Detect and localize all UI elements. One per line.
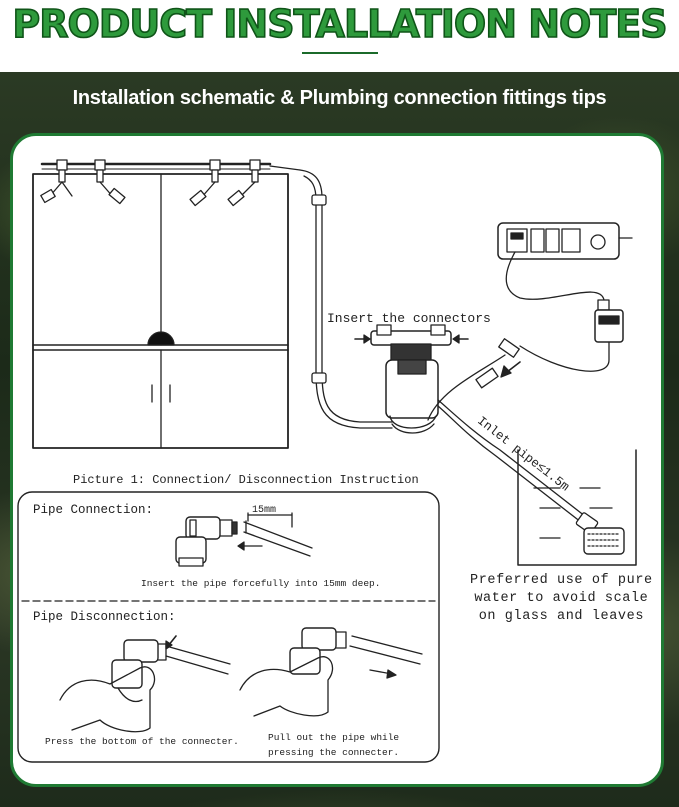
page-subtitle: Installation schematic & Plumbing connec… bbox=[72, 87, 607, 109]
pure-water-note: Preferred use of pure water to avoid sca… bbox=[470, 572, 653, 626]
disconnection-pull-figure bbox=[239, 627, 423, 717]
disconnection-press-figure bbox=[59, 635, 231, 733]
depth-label: 15mm bbox=[252, 505, 277, 516]
press-instruction: Press the bottom of the connecter. bbox=[45, 736, 239, 747]
pump-power-cable bbox=[427, 354, 521, 421]
title-band bbox=[0, 0, 679, 72]
mist-pump bbox=[354, 324, 469, 434]
connection-instruction: Insert the pipe forcefully into 15mm dee… bbox=[141, 578, 381, 589]
elbow-fitting-connection bbox=[175, 512, 313, 567]
misting-rail bbox=[40, 162, 301, 171]
power-strip bbox=[497, 222, 633, 260]
mist-nozzles bbox=[40, 159, 261, 207]
mist-tubing bbox=[299, 169, 393, 429]
title-underline bbox=[302, 52, 378, 54]
pure-water-note-line-2: water to avoid scale bbox=[474, 591, 649, 606]
timer-controller bbox=[498, 251, 624, 372]
instruction-box bbox=[17, 491, 440, 763]
pull-instruction-line-1: Pull out the pipe while bbox=[268, 732, 400, 743]
pull-instruction: Pull out the pipe while pressing the con… bbox=[268, 730, 399, 760]
pipe-disconnection-title: Pipe Disconnection: bbox=[33, 610, 176, 624]
terrarium-cabinet bbox=[32, 173, 289, 449]
picture-caption: Picture 1: Connection/ Disconnection Ins… bbox=[73, 473, 419, 487]
pull-instruction-line-2: pressing the connecter. bbox=[268, 747, 400, 758]
inlet-pipe bbox=[437, 399, 591, 527]
pure-water-note-line-3: on glass and leaves bbox=[478, 609, 645, 624]
pure-water-note-line-1: Preferred use of pure bbox=[470, 573, 653, 588]
insert-connectors-label: Insert the connectors bbox=[327, 311, 491, 326]
pipe-connection-title: Pipe Connection: bbox=[33, 503, 154, 517]
water-bucket bbox=[517, 449, 637, 566]
page-title: PRODUCT INSTALLATION NOTES bbox=[12, 1, 669, 47]
